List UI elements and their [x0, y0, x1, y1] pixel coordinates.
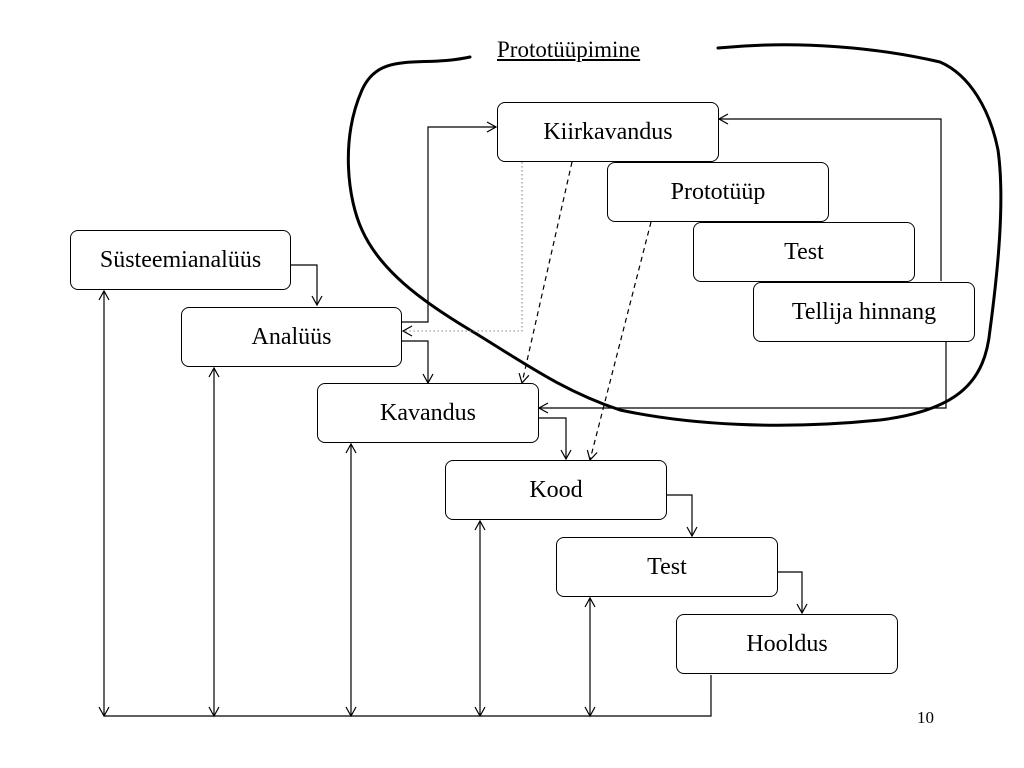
connector-code-to-test [666, 494, 698, 538]
connector-design-to-code [538, 417, 572, 461]
box-customer-evaluation: Tellija hinnang [753, 282, 975, 342]
connector-test-to-maintenance [777, 571, 808, 615]
box-quick-design: Kiirkavandus [497, 102, 719, 162]
box-systems-analysis: Süsteemianalüüs [70, 230, 291, 290]
box-code: Kood [445, 460, 667, 520]
dashed-quick-design-to-design [518, 161, 573, 385]
connector-evaluation-to-design [537, 342, 947, 414]
page-number: 10 [917, 708, 934, 727]
connector-analysis-to-quick-design [402, 121, 498, 323]
connector-evaluation-loop-to-quick-design [717, 113, 942, 281]
box-test: Test [556, 537, 778, 597]
connector-analysis-to-design [402, 340, 434, 385]
box-analysis: Analüüs [181, 307, 402, 367]
prototyping-title: Prototüüpimine [497, 37, 641, 62]
feedback-bus-line [104, 675, 712, 717]
box-prototype: Prototüüp [607, 162, 829, 222]
box-design: Kavandus [317, 383, 539, 443]
box-prototype-test: Test [693, 222, 915, 282]
dashed-prototype-to-code [586, 221, 652, 462]
box-maintenance: Hooldus [676, 614, 898, 674]
prototyping-outline [346, 43, 1003, 427]
connector-systems-to-analysis [291, 264, 323, 307]
connector-quick-design-dotted-return [401, 162, 523, 337]
